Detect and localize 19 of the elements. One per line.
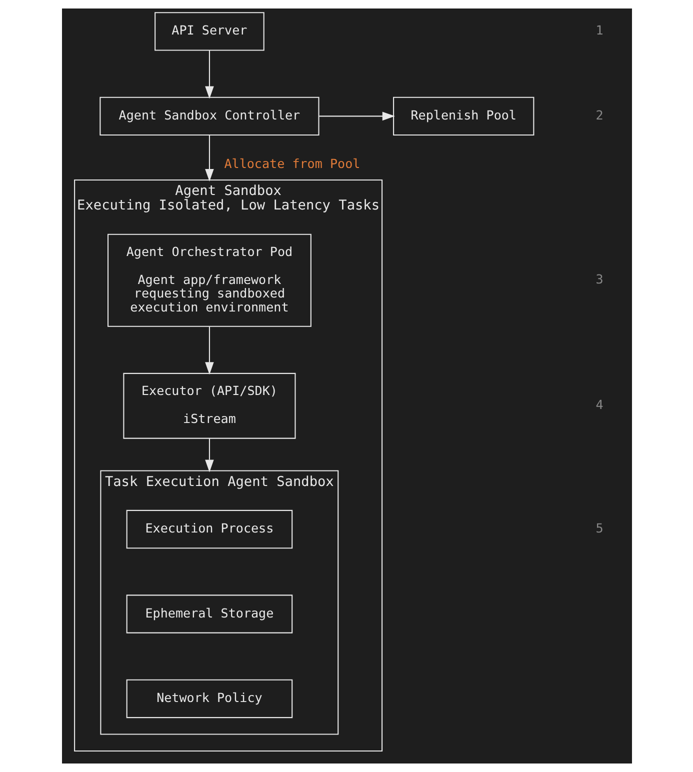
arrow xyxy=(318,112,394,121)
node-box: Replenish Pool xyxy=(392,96,534,136)
arrow xyxy=(204,326,214,375)
label: 1 xyxy=(595,22,603,38)
arrow xyxy=(204,135,214,182)
edge-label: Allocate from Pool xyxy=(224,156,360,172)
label: 2 xyxy=(595,107,603,122)
node-box: Ephemeral Storage xyxy=(126,594,292,634)
node-box: Agent Sandbox Controller xyxy=(99,96,319,136)
label: 3 xyxy=(595,272,603,287)
node-box: API Server xyxy=(154,12,264,51)
node-box: Execution Process xyxy=(126,510,292,549)
node-box: Executor (API/SDK) iStream xyxy=(122,372,296,439)
label: 5 xyxy=(595,520,603,536)
label: 4 xyxy=(595,397,603,412)
arrow xyxy=(204,50,214,99)
node-box: Network Policy xyxy=(126,679,292,718)
node-box: Agent Orchestrator Pod Agent app/framework requesting sandboxed execution environment xyxy=(107,234,311,327)
arrow xyxy=(204,438,214,472)
